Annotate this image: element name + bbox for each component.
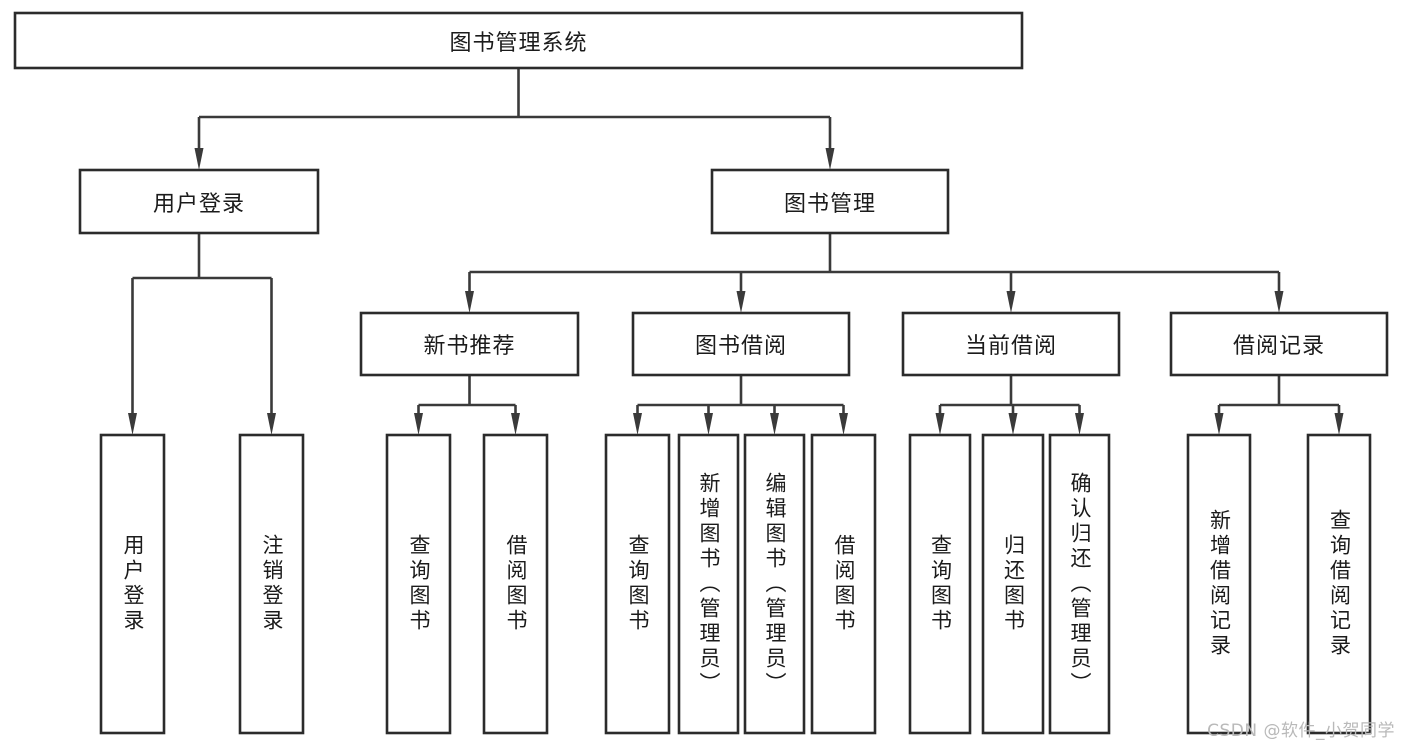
node-box-user-login[interactable]: [78, 168, 320, 235]
node-box-user-login-do[interactable]: [99, 433, 166, 735]
node-box-cb-query-book[interactable]: [908, 433, 972, 735]
node-box-bb-borrow-book[interactable]: [810, 433, 877, 735]
node-box-borrow-records[interactable]: [1169, 311, 1389, 377]
arrow-head-icon: [1006, 291, 1016, 313]
arrow-head-icon: [465, 291, 474, 313]
connector-group-root: [194, 68, 835, 170]
arrow-head-icon: [1214, 413, 1224, 435]
node-box-book-borrow[interactable]: [631, 311, 851, 377]
arrow-head-icon: [128, 413, 137, 435]
arrow-head-icon: [704, 413, 713, 435]
csdn-watermark: CSDN @软件_小贺同学: [1207, 721, 1395, 741]
arrow-head-icon: [511, 413, 520, 435]
node-box-br-add-record[interactable]: [1186, 433, 1252, 735]
node-box-nb-query-book[interactable]: [385, 433, 452, 735]
arrow-head-icon: [1274, 291, 1284, 313]
node-box-br-query-record[interactable]: [1306, 433, 1372, 735]
node-box-new-book-recommend[interactable]: [359, 311, 580, 377]
arrow-head-icon: [736, 291, 746, 313]
arrow-head-icon: [770, 413, 779, 435]
node-box-root[interactable]: [13, 11, 1024, 70]
connector-group-borrow-records: [1214, 375, 1344, 435]
node-box-user-logout[interactable]: [238, 433, 305, 735]
arrow-head-icon: [633, 413, 642, 435]
connector-group-new-book-recommend: [414, 375, 520, 435]
node-box-nb-borrow-book[interactable]: [482, 433, 549, 735]
arrow-head-icon: [825, 148, 835, 170]
node-box-cb-return-book[interactable]: [981, 433, 1045, 735]
node-box-book-management[interactable]: [710, 168, 950, 235]
arrow-head-icon: [1008, 413, 1018, 435]
node-box-cb-confirm-return[interactable]: [1048, 433, 1111, 735]
connector-group-book-borrow: [633, 375, 848, 435]
arrow-head-icon: [1075, 413, 1084, 435]
arrow-head-icon: [935, 413, 945, 435]
connector-group-book-management: [465, 233, 1284, 313]
connector-group-current-borrow: [935, 375, 1084, 435]
arrow-head-icon: [194, 148, 204, 170]
arrow-head-icon: [1334, 413, 1344, 435]
arrow-head-icon: [414, 413, 423, 435]
node-box-current-borrow[interactable]: [901, 311, 1121, 377]
arrow-head-icon: [839, 413, 848, 435]
node-box-bb-edit-book[interactable]: [743, 433, 806, 735]
node-box-bb-query-book[interactable]: [604, 433, 671, 735]
node-box-bb-add-book[interactable]: [677, 433, 740, 735]
connector-group-user-login: [128, 233, 276, 435]
arrow-head-icon: [267, 413, 276, 435]
